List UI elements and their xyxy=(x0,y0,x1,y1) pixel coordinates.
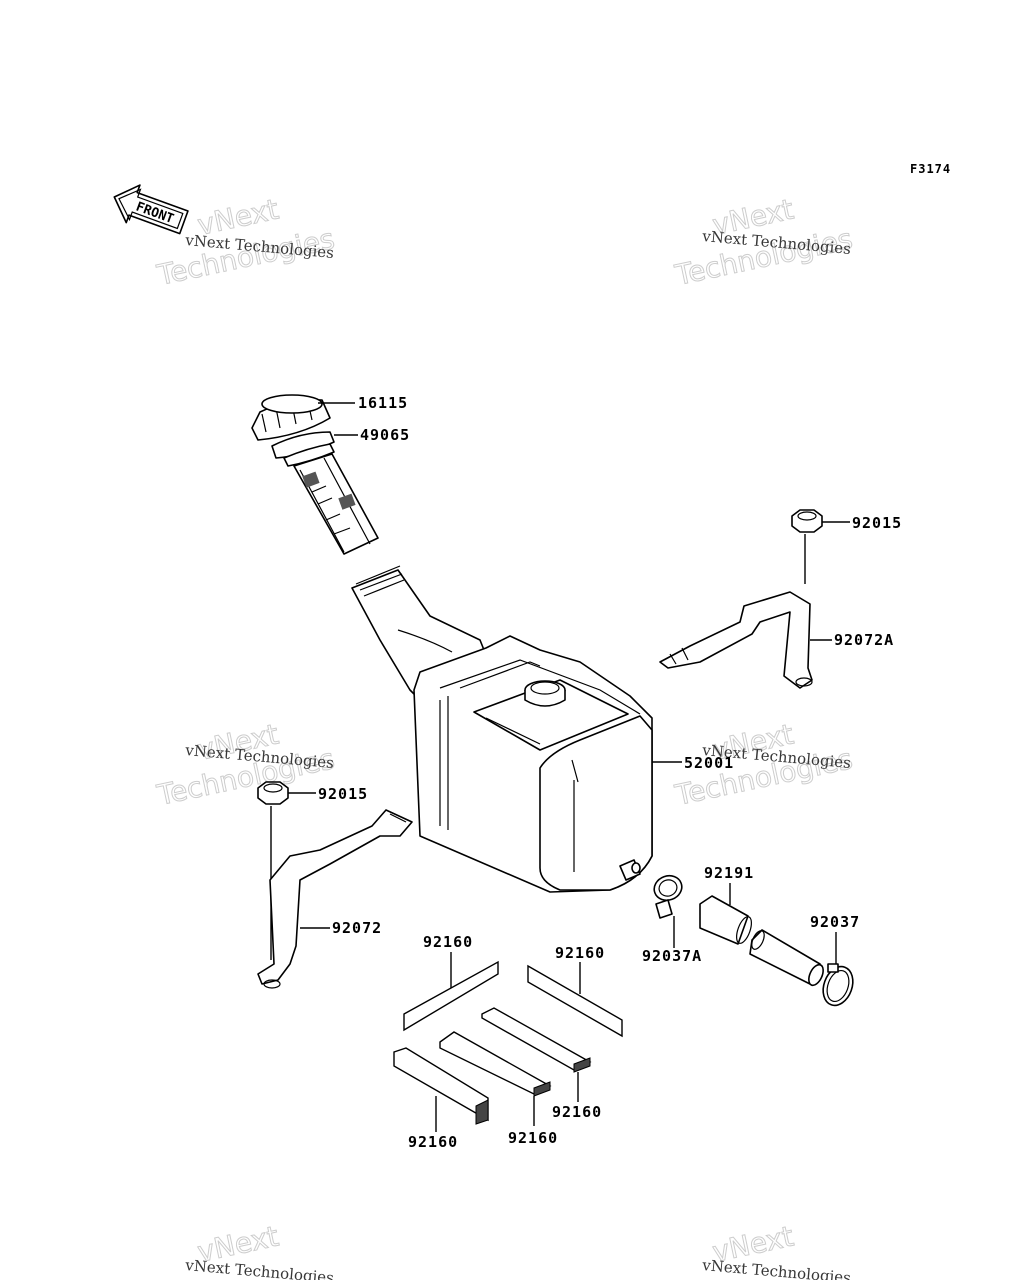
part-label-hose: 92191 xyxy=(704,864,754,882)
bracket-left-part xyxy=(257,809,413,989)
cap-gasket-part xyxy=(271,431,358,467)
part-label-pad-3: 92160 xyxy=(552,1103,602,1121)
part-label-cap: 16115 xyxy=(358,394,408,412)
tank-cap-part xyxy=(251,394,355,441)
part-label-nut-right: 92015 xyxy=(852,514,902,532)
watermark-line1: vNext Technologies xyxy=(184,1256,335,1280)
clamp-right-part xyxy=(822,932,854,1007)
watermark-bottom-right: vNext vNext Technologies xyxy=(701,1219,852,1280)
part-label-bracket-left: 92072 xyxy=(332,919,382,937)
part-label-clamp-right: 92037 xyxy=(810,913,860,931)
pad-5-part xyxy=(393,1047,489,1132)
watermark-line1: vNext Technologies xyxy=(701,1256,852,1280)
oil-tank-part xyxy=(351,565,682,893)
watermark-top-left: vNext Technologies vNext Technologies xyxy=(153,192,338,292)
hose-part xyxy=(699,883,824,987)
watermark-top-right: vNext Technologies vNext Technologies xyxy=(671,192,856,292)
pad-2-part xyxy=(527,962,623,1038)
part-label-pad-2: 92160 xyxy=(555,944,605,962)
part-label-pad-5: 92160 xyxy=(408,1133,458,1151)
part-label-pad-4: 92160 xyxy=(508,1129,558,1147)
filler-strainer-part xyxy=(293,453,379,555)
watermark-mid-left: vNext Technologies vNext Technologies xyxy=(153,717,338,812)
bracket-right-part xyxy=(659,591,832,689)
part-label-clamp-left: 92037A xyxy=(642,947,702,965)
part-label-bracket-right: 92072A xyxy=(834,631,894,649)
front-arrow-icon: FRONT xyxy=(113,184,189,235)
part-label-nut-left: 92015 xyxy=(318,785,368,803)
nut-right-part xyxy=(791,509,850,584)
part-label-cap-gasket: 49065 xyxy=(360,426,410,444)
pad-4-part xyxy=(439,1031,552,1126)
pad-1-part xyxy=(403,952,499,1032)
clamp-left-part xyxy=(653,874,683,948)
part-label-tank: 52001 xyxy=(684,754,734,772)
watermark-bottom-left: vNext vNext Technologies xyxy=(184,1219,335,1280)
part-label-pad-1: 92160 xyxy=(423,933,473,951)
diagram-code: F3174 xyxy=(910,162,951,176)
pad-3-part xyxy=(481,1007,592,1102)
